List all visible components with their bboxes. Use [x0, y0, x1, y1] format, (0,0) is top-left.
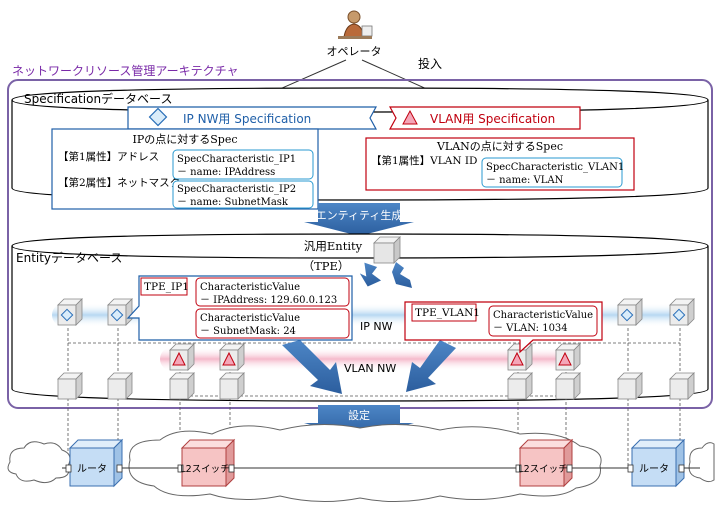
svg-text:－ IPAddress: 129.60.0.123: － IPAddress: 129.60.0.123 [200, 295, 337, 306]
ip-spec-box: IPの点に対するSpec 【第1属性】アドレス 【第2属性】ネットマスク Spe… [51, 128, 319, 210]
generic-entity-cube-icon [373, 236, 401, 264]
plain-cube [669, 372, 695, 400]
l2-switch-right-label: L2スイッチ [518, 464, 567, 475]
operator: オペレータ [327, 10, 382, 58]
operator-label: オペレータ [327, 45, 382, 58]
router-right-label: ルータ [639, 463, 669, 475]
svg-text:SpecCharacteristic_IP1: SpecCharacteristic_IP1 [177, 154, 296, 165]
ip-cube [669, 298, 695, 326]
svg-text:SpecCharacteristic_IP2: SpecCharacteristic_IP2 [177, 184, 296, 195]
vlan-nw-label: VLAN NW [344, 362, 396, 375]
svg-text:－ name: IPAddress: － name: IPAddress [177, 167, 275, 178]
svg-text:汎用Entity: 汎用Entity [304, 239, 363, 253]
tpe-ip-name: TPE_IP1 [144, 281, 189, 293]
ip-cube [617, 298, 643, 326]
l2-switch-right: L2スイッチ [515, 438, 574, 488]
router-left-label: ルータ [77, 463, 107, 475]
plain-cube [617, 372, 643, 400]
vlan-to-network-arrow [406, 340, 456, 392]
vlan-triangle-icon [558, 351, 572, 366]
vlan-triangle-icon [172, 351, 186, 366]
ip-nw-label: IP NW [360, 320, 393, 333]
ip-cube [107, 298, 133, 326]
svg-text:SpecCharacteristic_VLAN1: SpecCharacteristic_VLAN1 [486, 162, 624, 173]
plain-cube [107, 372, 133, 400]
vlan-cube [169, 343, 195, 371]
vlan-triangle-icon [510, 351, 524, 366]
ip-spec-attr2: 【第2属性】ネットマスク [58, 176, 180, 189]
tpe-vlan-name: TPE_VLAN1 [415, 307, 480, 319]
operator-icon [338, 10, 373, 39]
plain-cube [57, 372, 83, 400]
ip-diamond-icon [672, 308, 686, 322]
cloud-left [7, 441, 71, 484]
vlan-triangle-icon [222, 351, 236, 366]
ip-spec-title: IPの点に対するSpec [133, 132, 238, 146]
spec-characteristic-vlan1: SpecCharacteristic_VLAN1 － name: VLAN [481, 157, 624, 188]
characteristic-value-mask: CharacteristicValue － SubnetMask: 24 [195, 308, 350, 339]
characteristic-value-ip: CharacteristicValue － IPAddress: 129.60.… [195, 277, 350, 307]
ip-spec-banner-label: IP NW用 Specification [183, 112, 311, 126]
ip-spec-attr1: 【第1属性】アドレス [58, 150, 159, 163]
instantiate-vlan-arrow [392, 262, 412, 288]
spec-characteristic-ip1: SpecCharacteristic_IP1 － name: IPAddress [172, 149, 314, 180]
router-right: ルータ [627, 438, 686, 488]
vlan-spec-box: VLANの点に対するSpec 【第1属性】VLAN ID SpecCharact… [365, 137, 635, 191]
svg-text:－ VLAN: 1034: － VLAN: 1034 [493, 323, 568, 334]
svg-text:－ name: SubnetMask: － name: SubnetMask [177, 197, 289, 208]
entity-gen-label: エンティティ生成 [316, 208, 403, 222]
cloud-center [128, 423, 602, 503]
ip-entity-cubes [57, 298, 695, 326]
ip-to-network-arrow [282, 340, 342, 394]
instantiate-ip-arrow [359, 262, 382, 287]
svg-text:CharacteristicValue: CharacteristicValue [493, 310, 593, 321]
svg-text:－ SubnetMask: 24: － SubnetMask: 24 [200, 326, 296, 337]
vlan-spec-attr1: 【第1属性】VLAN ID [371, 154, 477, 167]
tpe-ip-callout: TPE_IP1 CharacteristicValue － IPAddress:… [126, 275, 353, 341]
input-label: 投入 [418, 56, 442, 71]
vlan-cube [507, 343, 533, 371]
ip-diamond-icon [148, 107, 168, 127]
vlan-triangle-icon [402, 109, 418, 125]
spec-db-title: Specificationデータベース [24, 91, 172, 106]
vlan-entity-cubes [169, 343, 581, 371]
svg-text:CharacteristicValue: CharacteristicValue [200, 282, 300, 293]
svg-text:－ name: VLAN: － name: VLAN [486, 175, 564, 186]
tpe-vlan-callout: TPE_VLAN1 CharacteristicValue － VLAN: 10… [404, 301, 603, 354]
vlan-cube [219, 343, 245, 371]
plain-cube [555, 372, 581, 400]
vlan-spec-banner-label: VLAN用 Specification [430, 112, 555, 126]
svg-text:CharacteristicValue: CharacteristicValue [200, 313, 300, 324]
entity-db-title: Entityデータベース [16, 250, 122, 265]
generic-entity: 汎用Entity （TPE） [303, 236, 401, 273]
vlan-cube [555, 343, 581, 371]
architecture-title: ネットワークリソース管理アーキテクチャ [12, 63, 239, 78]
plain-cube [169, 372, 195, 400]
ip-cube [57, 298, 83, 326]
characteristic-value-vlan: CharacteristicValue － VLAN: 1034 [488, 305, 598, 337]
ip-diamond-icon [110, 308, 124, 322]
svg-text:（TPE）: （TPE） [303, 259, 350, 273]
l2-switch-left: L2スイッチ [177, 438, 236, 488]
l2-switch-left-label: L2スイッチ [180, 464, 229, 475]
router-left: ルータ [65, 438, 124, 488]
vlan-spec-title: VLANの点に対するSpec [436, 139, 563, 153]
cloud-right [688, 442, 715, 483]
plain-cube [219, 372, 245, 400]
plain-entity-cubes [57, 372, 695, 400]
plain-cube [507, 372, 533, 400]
ip-diamond-icon [60, 308, 74, 322]
entity-generation-arrow: エンティティ生成 [304, 203, 414, 236]
spec-characteristic-ip2: SpecCharacteristic_IP2 － name: SubnetMas… [172, 180, 314, 209]
vlan-nw-band [160, 347, 580, 371]
settings-label: 設定 [348, 408, 370, 422]
ip-spec-banner: IP NW用 Specification [127, 106, 378, 130]
vlan-spec-banner: VLAN用 Specification [388, 106, 581, 130]
ip-diamond-icon [620, 308, 634, 322]
